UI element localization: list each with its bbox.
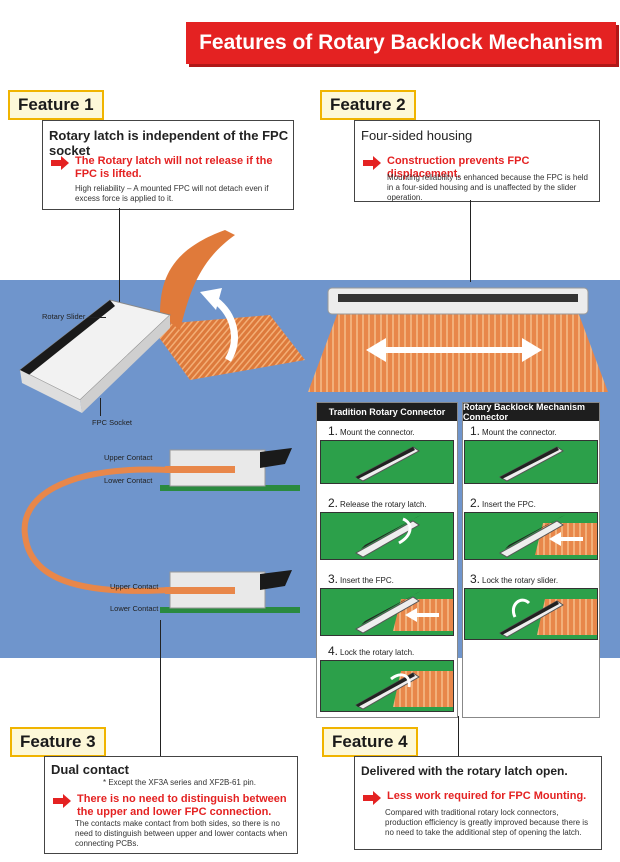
feature1-red-text: The Rotary latch will not release if the… [75, 155, 273, 180]
housing-slot [338, 294, 578, 302]
back-step-2-label: 2.Insert the FPC. [470, 496, 536, 510]
upper-contact-label-1: Upper Contact [104, 453, 153, 462]
feature1-desc: High reliability – A mounted FPC will no… [75, 184, 269, 203]
red-arrow-icon [363, 791, 381, 805]
lower-contact-label-2: Lower Contact [110, 604, 159, 613]
feature4-desc: Compared with traditional rotary lock co… [385, 808, 589, 837]
rotary-slider [20, 300, 115, 378]
rotary-slider-pointer [88, 317, 106, 318]
upper-contact-label-2: Upper Contact [110, 582, 159, 591]
feature4-tag: Feature 4 [322, 727, 418, 757]
feature1-box: Rotary latch is independent of the FPC s… [42, 120, 294, 210]
fpc-loop [21, 466, 171, 594]
trad-step-1-image [320, 440, 454, 484]
feature3-box: Dual contact * Except the XF3A series an… [44, 756, 298, 854]
feature4-heading: Delivered with the rotary latch open. [361, 764, 568, 778]
connector-front [20, 370, 82, 413]
left-arrow-icon [366, 338, 386, 362]
feature4-leader-line [458, 716, 459, 756]
slider-top [260, 448, 292, 468]
feature2-desc: Mounting reliability is enhanced because… [387, 173, 589, 202]
red-arrow-icon [51, 156, 69, 170]
trad-step-2-image [320, 512, 454, 560]
feature3-heading: Dual contact [51, 762, 130, 777]
dual-contact-illustration [21, 448, 300, 613]
trad-step-4-image [320, 660, 454, 712]
traditional-panel-heading: Tradition Rotary Connector [317, 403, 457, 421]
page-title: Features of Rotary Backlock Mechanism [186, 22, 616, 64]
feature1-tag: Feature 1 [8, 90, 104, 120]
trad-step-2-label: 2.Release the rotary latch. [328, 496, 427, 510]
back-step-2-image [464, 512, 598, 560]
feature2-red-text: Construction prevents FPC displacement. [387, 155, 530, 180]
fpc-flat [150, 315, 305, 380]
four-sided-housing-illustration [308, 287, 608, 392]
fpc-lifted [160, 230, 235, 330]
back-step-1-label: 1.Mount the connector. [470, 424, 557, 438]
fpc-bottom [165, 587, 235, 594]
red-arrow-icon [53, 794, 71, 808]
back-step-3-image [464, 588, 598, 640]
feature4-box: Delivered with the rotary latch open. Le… [354, 756, 602, 850]
trad-step-1-label: 1.Mount the connector. [328, 424, 415, 438]
feature3-leader-line [160, 620, 161, 756]
feature2-leader-line [470, 200, 471, 282]
feature4-red-text: Less work required for FPC Mounting. [387, 790, 587, 802]
feature3-desc: The contacts make contact from both side… [75, 819, 288, 848]
feature1-leader-line [119, 208, 120, 304]
trad-step-4-label: 4.Lock the rotary latch. [328, 644, 415, 658]
pcb-bottom [160, 607, 300, 613]
feature2-heading: Four-sided housing [361, 128, 473, 143]
trad-step-3-label: 3.Insert the FPC. [328, 572, 394, 586]
back-step-1-image [464, 440, 598, 484]
rotary-slider-illustration [19, 230, 305, 413]
red-arrow-icon [363, 156, 381, 170]
lift-arrowhead-icon [200, 288, 222, 310]
trad-step-3-image [320, 588, 454, 636]
feature3-note: * Except the XF3A series and XF2B-61 pin… [103, 778, 256, 787]
fpc-socket-label: FPC Socket [92, 418, 133, 427]
feature3-red-text: There is no need to distinguish between … [77, 793, 287, 818]
slider-bottom [260, 570, 292, 590]
backlock-panel-heading: Rotary Backlock Mechanism Connector [463, 402, 599, 422]
feature2-box: Four-sided housing Construction prevents… [354, 120, 600, 202]
feature3-tag: Feature 3 [10, 727, 106, 757]
fpc-top [165, 466, 235, 473]
connector-side [80, 315, 170, 413]
back-step-3-label: 3.Lock the rotary slider. [470, 572, 559, 586]
pcb-top [160, 485, 300, 491]
right-arrow-icon [522, 338, 542, 362]
feature1-heading: Rotary latch is independent of the FPC s… [49, 128, 289, 158]
fpc-socket-pointer [100, 398, 101, 416]
lower-contact-label-1: Lower Contact [104, 476, 153, 485]
rotary-slider-label: Rotary Slider [42, 312, 86, 321]
feature2-tag: Feature 2 [320, 90, 416, 120]
lift-arrow-icon [212, 297, 238, 362]
